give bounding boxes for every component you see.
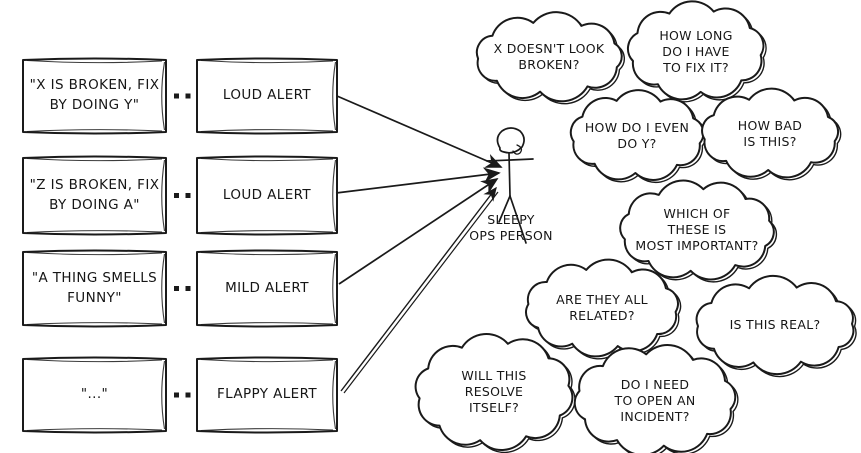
sleepy-ops-person-figure: [486, 127, 534, 244]
alert-type-box-outline-2: [196, 155, 338, 236]
alert-message-box-outline-2: [22, 155, 167, 236]
connector-dot: [185, 286, 191, 291]
thought-cloud-shape-8: [414, 332, 574, 452]
connector-dot: [185, 93, 191, 99]
alert-type-box-outline-3: [196, 249, 338, 328]
alert-message-box-outline-3: [22, 249, 167, 328]
thought-cloud-shape-1: [475, 11, 623, 103]
thought-cloud-shape-5: [619, 179, 775, 281]
alert-message-box-sketchline-3: [26, 251, 166, 326]
alert-type-box-outline-1: [196, 57, 338, 135]
person-arms: [486, 158, 534, 162]
alert-type-box-sketchline-4: [200, 358, 337, 432]
arrow-mild-alert: [338, 178, 499, 285]
alert-type-box-sketchline-2: [200, 157, 337, 234]
alert-type-box-outline-4: [196, 356, 338, 434]
connector-dot: [174, 392, 179, 398]
connector-dot: [174, 286, 179, 291]
alert-message-box-sketchline-1: [26, 59, 166, 133]
arrow-flappy-alert-sketch: [343, 191, 499, 394]
person-head-scribble: [512, 144, 523, 155]
connector-dot: [185, 193, 191, 198]
connector-dot: [174, 93, 179, 99]
thought-cloud-shape-7: [695, 274, 855, 376]
alert-message-box-outline-4: [22, 356, 167, 434]
connector-dot: [185, 392, 191, 398]
thought-cloud-shape-6: [525, 258, 679, 358]
arrow-loud-alert-2: [335, 167, 501, 194]
person-head: [496, 127, 525, 154]
thought-cloud-shape-9: [573, 344, 737, 453]
thought-cloud-shape-3: [569, 89, 705, 181]
alert-message-box-sketchline-4: [26, 358, 166, 432]
alert-message-box-sketchline-2: [26, 157, 166, 234]
alert-type-box-sketchline-1: [200, 59, 337, 133]
thought-cloud-shape-2: [626, 0, 765, 101]
connector-dot: [174, 193, 179, 198]
alert-type-box-sketchline-3: [200, 251, 337, 326]
person-leg-left: [498, 195, 511, 223]
person-leg-right: [509, 195, 527, 244]
arrow-loud-alert-1: [336, 95, 503, 168]
thought-cloud-shape-4: [701, 87, 840, 179]
alert-message-box-outline-1: [22, 57, 167, 135]
arrow-flappy-alert: [340, 186, 497, 392]
alert-arrows: [335, 95, 503, 394]
